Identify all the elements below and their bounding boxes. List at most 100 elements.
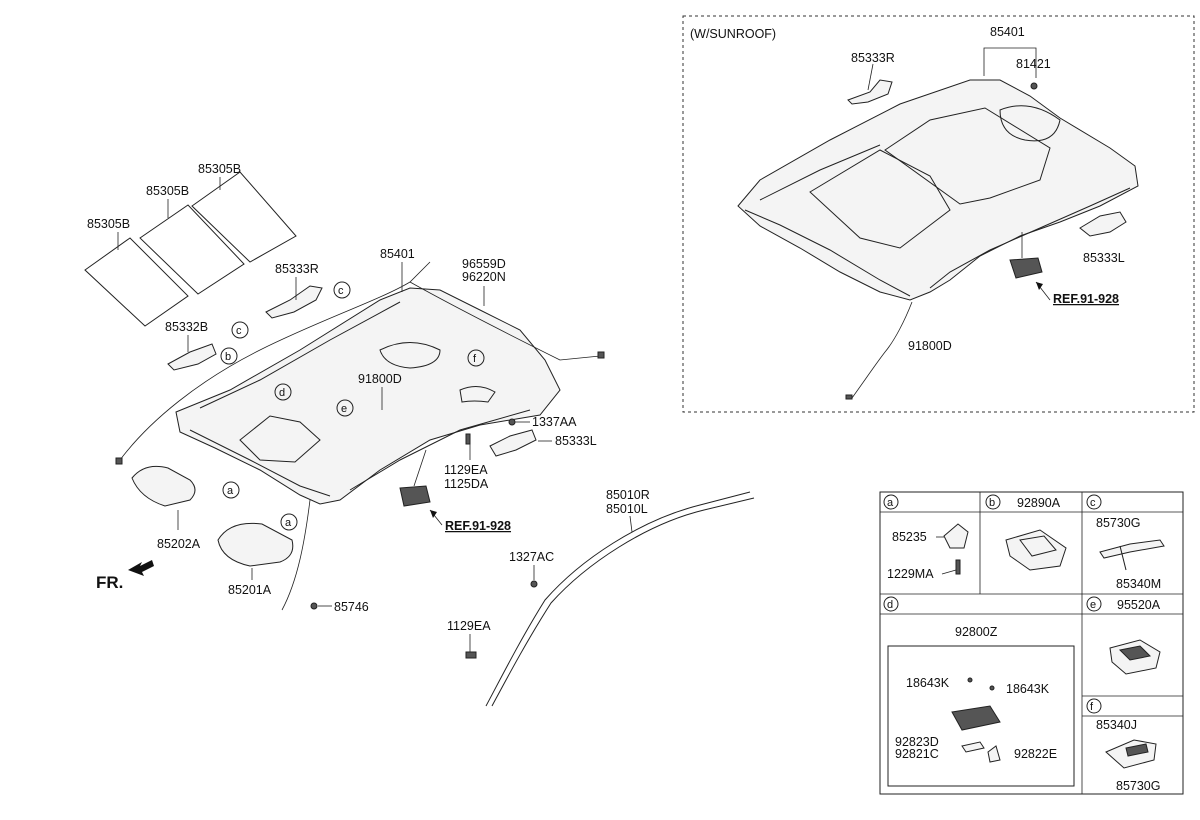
console-recess (239, 415, 321, 463)
label-18643K-2: 18643K (1006, 682, 1050, 696)
inset-bracket-85333L[interactable] (1079, 211, 1127, 237)
label-85340J: 85340J (1096, 718, 1137, 732)
label-1129EA: 1129EA (444, 463, 488, 477)
callout-e[interactable]: e (336, 399, 354, 417)
label-92800Z: 92800Z (955, 625, 998, 639)
label-1229MA: 1229MA (887, 567, 934, 581)
table-cell-e[interactable]: e 95520A (1086, 596, 1161, 675)
overhead-recess (379, 342, 441, 369)
label-85333L: 85333L (555, 434, 597, 448)
label-85333R: 85333R (275, 262, 319, 276)
label-1129EA-2: 1129EA (447, 619, 491, 633)
svg-text:d: d (279, 387, 285, 399)
label-85305B-3: 85305B (198, 162, 241, 176)
label-85202A: 85202A (157, 537, 201, 551)
callout-a-2[interactable]: a (280, 513, 298, 531)
table-cell-f[interactable]: f 85340J 85730G (1086, 698, 1160, 793)
label-1327AC: 1327AC (509, 550, 554, 564)
inset-label-85401: 85401 (990, 25, 1025, 39)
label-85010R: 85010R (606, 488, 650, 502)
parts-table: a 85235 1229MA b 92890A c 85730G 85340M … (879, 491, 1184, 795)
side-harness (119, 261, 431, 461)
label-85201A: 85201A (228, 583, 272, 597)
inset-harness (851, 301, 913, 399)
sunvisor-85201A[interactable] (217, 522, 294, 567)
callout-f[interactable]: f (467, 349, 485, 367)
ref-arrow (430, 510, 437, 518)
table-cell-d[interactable]: d 92800Z 18643K 18643K 92823D 92821C 928… (883, 596, 1075, 787)
callout-a-1[interactable]: a (222, 481, 240, 499)
bolt-1129EA (465, 433, 471, 445)
inset-ref-link[interactable]: REF.91-928 (1053, 292, 1119, 306)
label-91800D: 91800D (358, 372, 402, 386)
inset-ref-arrow (1036, 282, 1043, 290)
inset-label-81421: 81421 (1016, 57, 1051, 71)
bracket-85333R[interactable] (265, 285, 323, 319)
callout-d[interactable]: d (274, 383, 292, 401)
headliner-sunroof[interactable] (737, 79, 1139, 301)
svg-text:a: a (285, 517, 292, 529)
callout-c-1[interactable]: c (333, 281, 351, 299)
sunroof-inset-title: (W/SUNROOF) (690, 27, 776, 41)
curtain-airbag[interactable] (485, 491, 751, 707)
svg-text:c: c (236, 325, 242, 337)
label-96220N: 96220N (462, 270, 506, 284)
svg-text:a: a (887, 497, 894, 509)
svg-text:c: c (1090, 497, 1096, 509)
headliner[interactable] (175, 287, 561, 505)
insulation-pad-1[interactable] (84, 237, 189, 327)
inset-label-85333L: 85333L (1083, 251, 1125, 265)
callout-c-2[interactable]: c (231, 321, 249, 339)
sunroof-opening-rear (809, 149, 951, 249)
grab-handle-recess (459, 386, 496, 403)
label-85332B: 85332B (165, 320, 208, 334)
label-85401: 85401 (380, 247, 415, 261)
label-96559D: 96559D (462, 257, 506, 271)
clip-85746 (310, 602, 318, 610)
inset-map-lamp[interactable] (1009, 257, 1043, 279)
label-1125DA: 1125DA (444, 477, 489, 491)
label-85305B-2: 85305B (146, 184, 189, 198)
bracket-85333L[interactable] (489, 429, 537, 457)
clip-1337AA (508, 418, 516, 426)
sunroof-inset-frame (682, 15, 1195, 413)
svg-text:e: e (341, 403, 347, 415)
sunroof-opening-front (884, 107, 1051, 205)
label-85010L: 85010L (606, 502, 648, 516)
main-diagram: 85305B 85305B 85305B 85401 96559D 96220N… (84, 162, 755, 707)
svg-text:a: a (227, 485, 234, 497)
overhead-console-unit (951, 705, 1001, 731)
table-cell-a[interactable]: a 85235 1229MA (883, 494, 969, 581)
label-85730G: 85730G (1096, 516, 1140, 530)
svg-text:e: e (1090, 599, 1096, 611)
insulation-pad-3[interactable] (191, 171, 297, 263)
label-85305B-1: 85305B (87, 217, 130, 231)
svg-text:b: b (989, 497, 995, 509)
table-cell-c[interactable]: c 85730G 85340M (1086, 494, 1165, 591)
label-92822E: 92822E (1014, 747, 1057, 761)
label-92890A: 92890A (1017, 496, 1061, 510)
inset-bracket-85333R[interactable] (847, 79, 893, 105)
table-cell-b[interactable]: b 92890A (985, 494, 1067, 571)
front-direction-label: FR. (96, 573, 123, 592)
map-lamp[interactable] (399, 485, 431, 507)
front-arrow-icon (128, 560, 154, 576)
svg-text:c: c (338, 285, 344, 297)
callout-b[interactable]: b (220, 347, 238, 365)
ref-link[interactable]: REF.91-928 (445, 519, 511, 533)
svg-text:f: f (473, 353, 477, 365)
label-92821C: 92821C (895, 747, 939, 761)
label-85746: 85746 (334, 600, 369, 614)
label-85730G-2: 85730G (1116, 779, 1160, 793)
inset-clip-81421 (1030, 82, 1038, 90)
inset-label-91800D: 91800D (908, 339, 952, 353)
sunvisor-85202A[interactable] (131, 465, 196, 507)
label-92823D: 92823D (895, 735, 939, 749)
inset-label-85333R: 85333R (851, 51, 895, 65)
sunroof-inset: (W/SUNROOF) 85333R 85401 81421 85333L RE… (682, 15, 1195, 413)
bracket-85332B[interactable] (167, 343, 217, 371)
insulation-pad-2[interactable] (139, 204, 245, 295)
inset-overhead-recess (999, 105, 1061, 142)
roof-harness (409, 281, 601, 361)
